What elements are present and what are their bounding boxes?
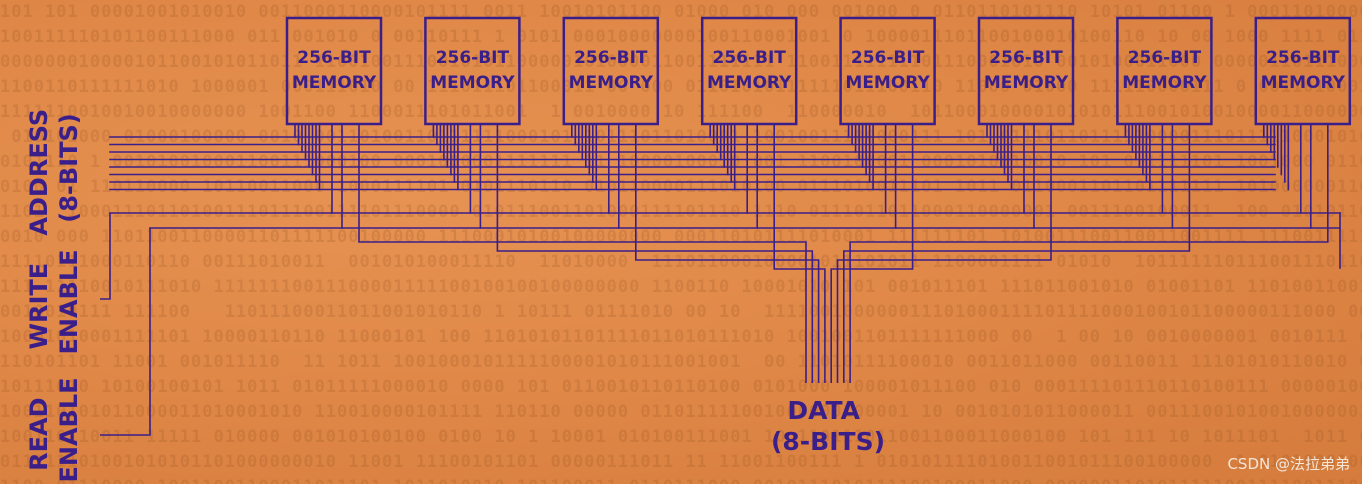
memory-block-subtitle: MEMORY	[569, 73, 654, 93]
data-line	[842, 124, 1191, 383]
memory-block-title: 256-BIT	[851, 48, 925, 68]
data-line	[830, 124, 914, 383]
memory-block-subtitle: MEMORY	[1261, 73, 1346, 93]
write-enable-label: WRITE ENABLE	[25, 249, 83, 354]
memory-block-title: 256-BIT	[1128, 48, 1202, 68]
memory-block	[700, 16, 798, 126]
address-label: ADDRESS (8-BITS)	[25, 100, 83, 235]
memory-block-title: 256-BIT	[712, 48, 786, 68]
memory-block-title: 256-BIT	[436, 48, 510, 68]
watermark: CSDN @法拉弟弟	[1227, 455, 1350, 473]
memory-block-subtitle: MEMORY	[707, 73, 792, 93]
data-bus-label: DATA (8-BITS)	[771, 396, 885, 456]
memory-block-subtitle: MEMORY	[1122, 73, 1207, 93]
memory-block-title: 256-BIT	[297, 48, 371, 68]
data-line	[358, 124, 807, 383]
data-line	[634, 124, 820, 383]
memory-block-subtitle: MEMORY	[845, 73, 930, 93]
memory-block	[1254, 16, 1352, 126]
memory-block-subtitle: MEMORY	[292, 73, 377, 93]
memory-block-subtitle: MEMORY	[430, 73, 515, 93]
write-enable-lead	[100, 213, 111, 300]
wires	[100, 123, 1341, 436]
memory-blocks: 256-BIT MEMORY 256-BIT MEMORY 256-BIT MEMORY 2…	[285, 16, 1352, 126]
memory-block-title: 256-BIT	[989, 48, 1063, 68]
memory-block-subtitle: MEMORY	[984, 73, 1069, 93]
memory-block-title: 256-BIT	[1266, 48, 1340, 68]
memory-block	[1116, 16, 1213, 126]
memory-block	[839, 16, 936, 126]
memory-block	[977, 16, 1075, 126]
read-enable-lead	[100, 228, 151, 436]
memory-block	[285, 16, 383, 126]
data-line	[849, 124, 1329, 383]
memory-block	[424, 16, 521, 126]
data-line	[496, 124, 814, 383]
read-enable-label: READ ENABLE	[25, 377, 83, 482]
memory-block	[562, 16, 660, 126]
memory-block-title: 256-BIT	[574, 48, 648, 68]
data-line	[773, 124, 826, 383]
data-line	[836, 124, 1052, 383]
